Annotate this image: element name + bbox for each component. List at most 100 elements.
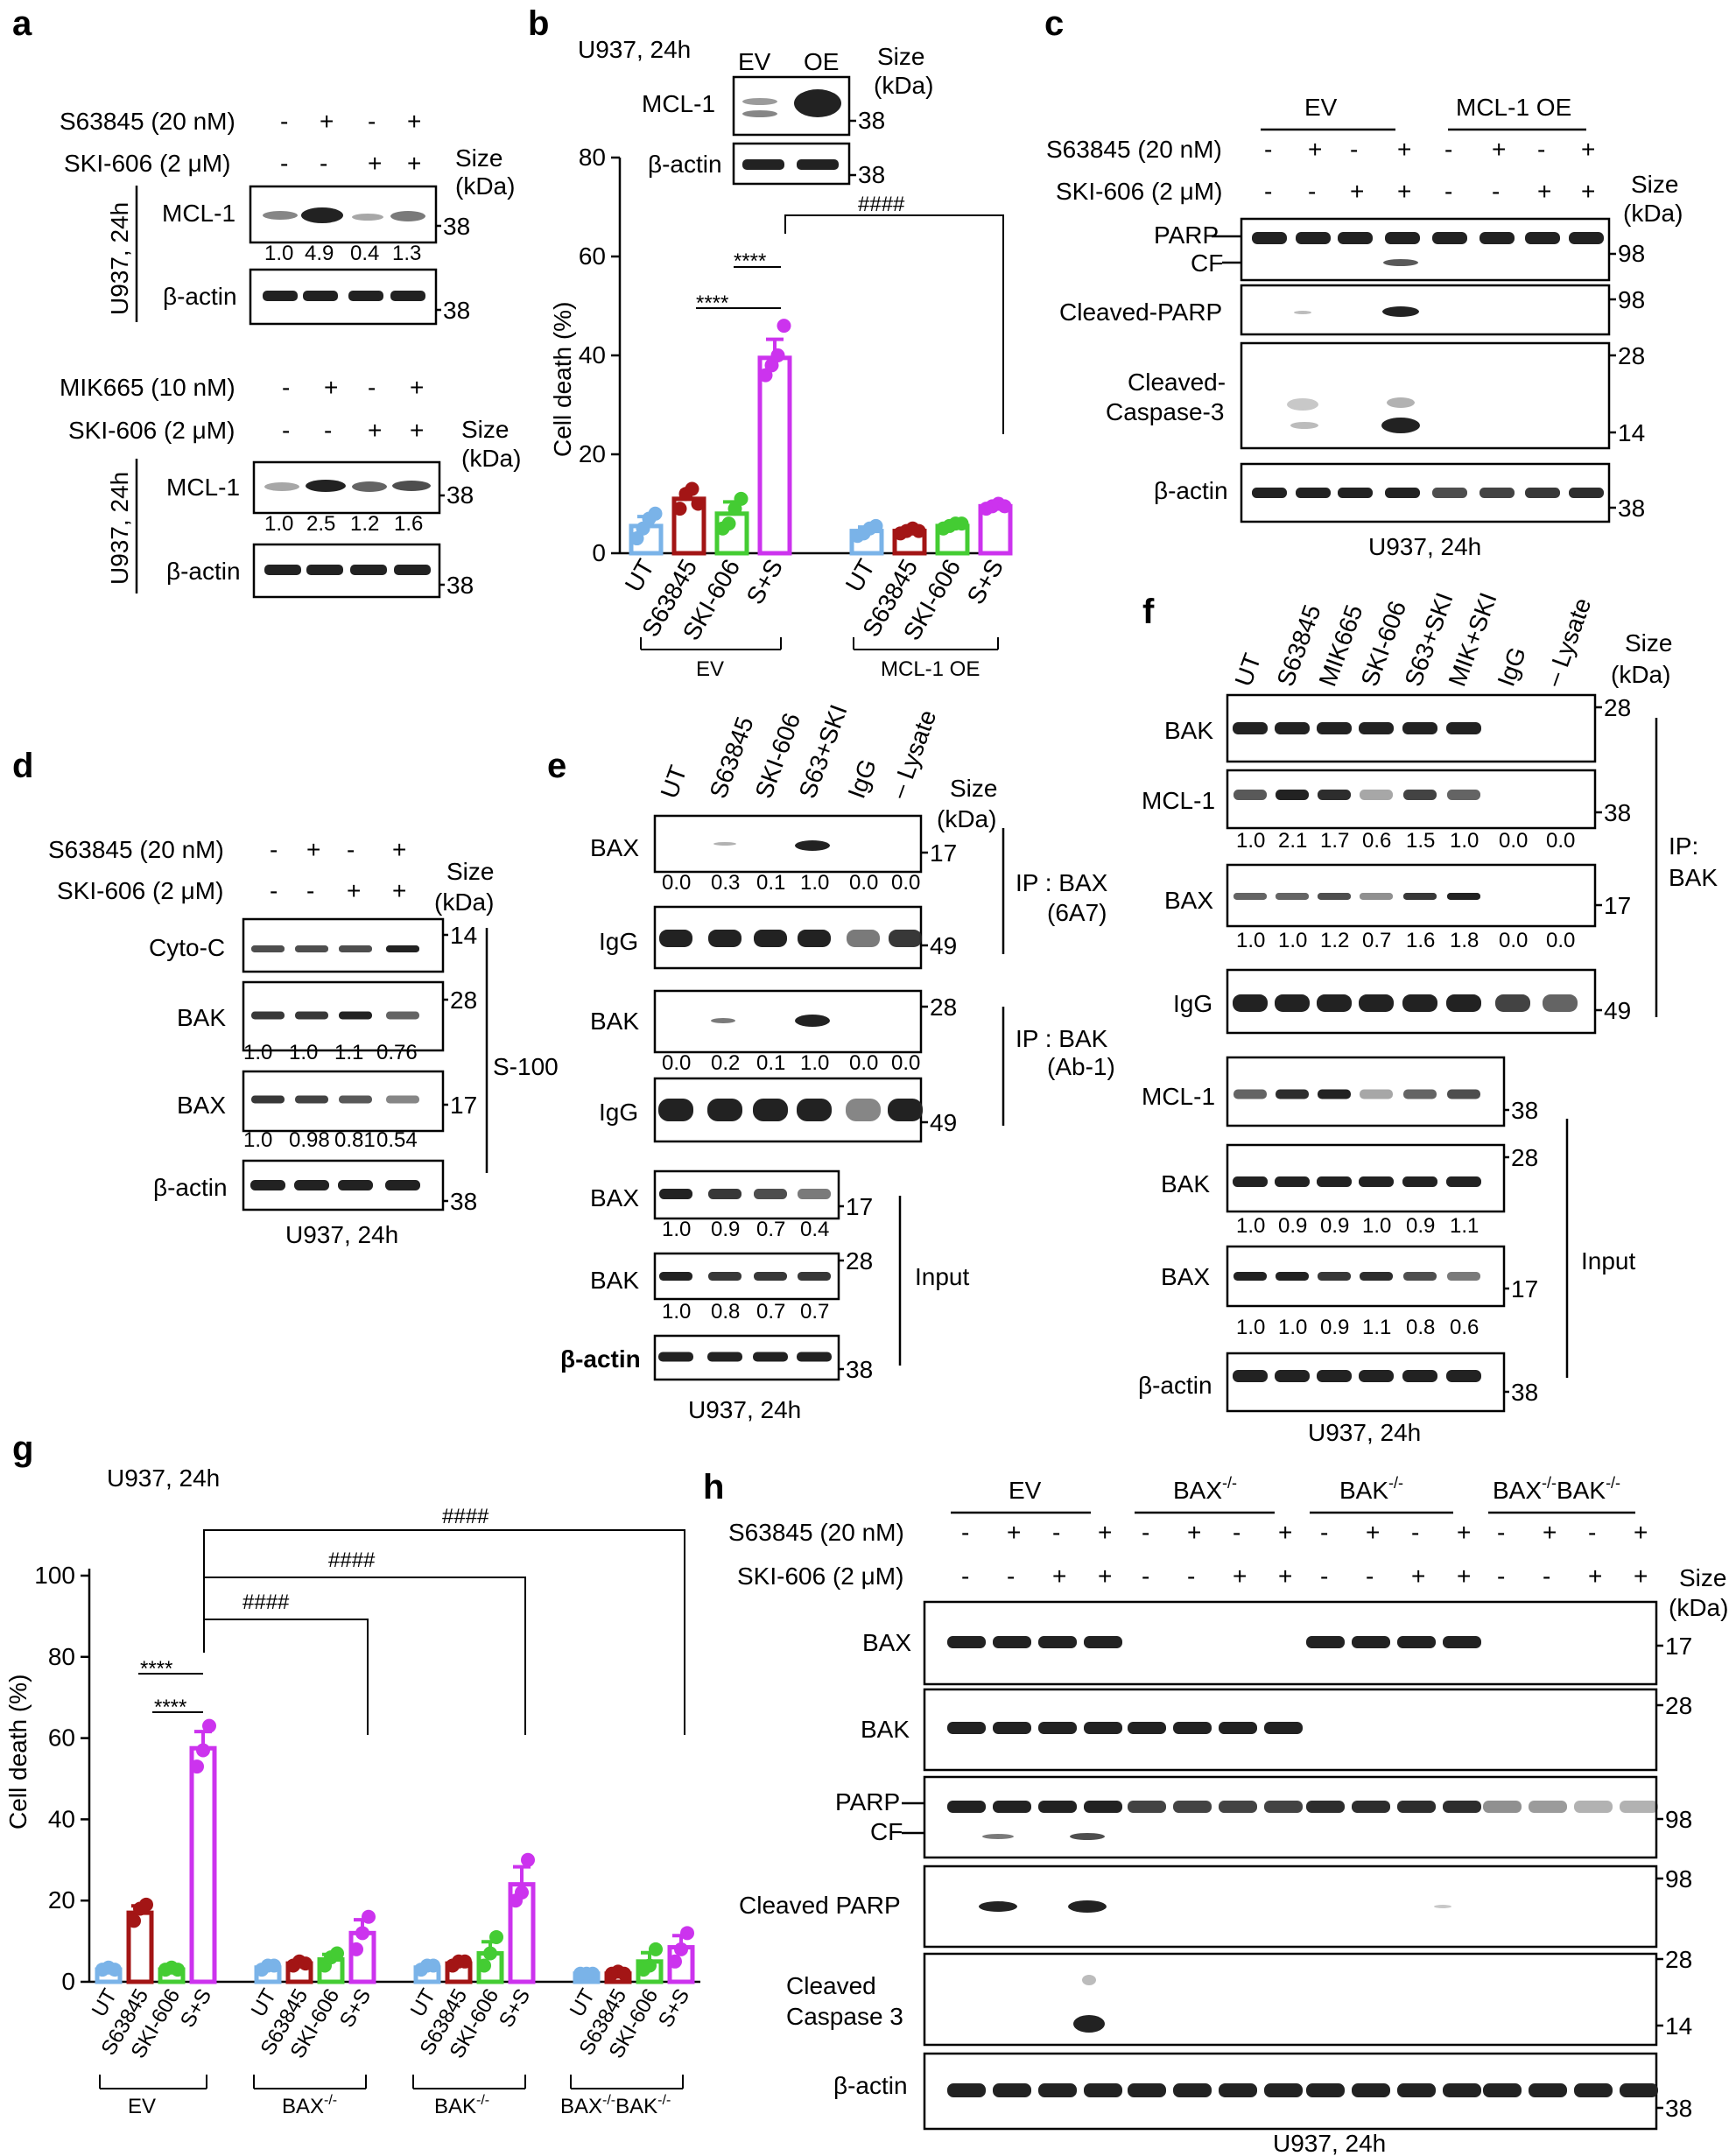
blot-band: [1276, 790, 1309, 800]
blot-band: [1359, 994, 1394, 1012]
blot-band: [1317, 722, 1352, 734]
data-point: [617, 1966, 631, 1981]
treatment-sign: +: [1052, 1563, 1066, 1590]
d-bax-quant: 0.98: [289, 1128, 330, 1152]
c-parp-bands: [1252, 232, 1604, 244]
a-top-row2-label: SKI-606 (2 μM): [64, 150, 230, 177]
c-size: Size: [1631, 171, 1678, 198]
treatment-sign: -: [1320, 1563, 1328, 1590]
blot-band: [303, 291, 338, 301]
treatment-sign: +: [1350, 178, 1364, 205]
f-inmcl1-bands: [1233, 1089, 1480, 1099]
blot-band: [1397, 1801, 1436, 1813]
d-bax-quant: 0.54: [376, 1128, 418, 1152]
blot-band: [1569, 232, 1604, 244]
quant-value: 0.3: [711, 871, 740, 895]
blot-band: [1275, 1370, 1310, 1382]
data-point: [127, 1914, 141, 1928]
quant-value: 0.2: [711, 1051, 740, 1075]
data-point: [734, 491, 749, 506]
blot-band: [1402, 994, 1437, 1012]
data-point: [458, 1954, 472, 1969]
blot-band: [392, 481, 431, 491]
treatment-sign: -: [1366, 1563, 1374, 1590]
e-inbax-bands: [659, 1189, 831, 1199]
treatment-sign: -: [1543, 1563, 1550, 1590]
blot-band: [1173, 1801, 1212, 1813]
a-sign: -: [368, 374, 376, 401]
h-group-bak: BAK-/-: [1339, 1474, 1403, 1504]
blot-band: [1233, 1272, 1267, 1281]
data-point: [202, 1718, 216, 1733]
blot-band: [798, 1189, 831, 1199]
e-marker: 17: [846, 1193, 873, 1220]
blot-band: [1219, 1801, 1257, 1813]
blot-band: [1317, 994, 1352, 1012]
blot-band: [1128, 1801, 1166, 1813]
data-point: [911, 523, 926, 538]
blot-band: [846, 1099, 881, 1121]
h-marker: 28: [1665, 1946, 1692, 1973]
y-tick-label: 20: [48, 1886, 75, 1914]
blot-band: [1128, 1722, 1166, 1734]
h-bak-bands: [947, 1722, 1303, 1734]
a-sign: +: [368, 150, 382, 177]
y-tick-label: 80: [48, 1643, 75, 1670]
h-bax-blot: [923, 1600, 1658, 1686]
d-sign: +: [392, 836, 406, 863]
c-marker-cparp: 98: [1618, 286, 1645, 313]
blot-band: [251, 1095, 285, 1104]
d-sign: -: [270, 836, 278, 863]
blot-band: [711, 1018, 735, 1023]
treatment-sign: +: [1457, 1519, 1471, 1546]
a-sign: -: [320, 150, 327, 177]
d-marker-bax: 17: [450, 1092, 477, 1119]
data-point: [674, 1942, 688, 1956]
blot-band: [1276, 1089, 1309, 1099]
quant-value: 1.0: [662, 1218, 691, 1241]
e-ipbak-label: BAK: [590, 1008, 639, 1035]
a-bottom-blot2-label: β-actin: [166, 558, 241, 585]
e-marker: 17: [930, 839, 957, 867]
a-top-blot2-label: β-actin: [163, 283, 237, 310]
h-marker: 28: [1665, 1692, 1692, 1719]
h-footer: U937, 24h: [1273, 2130, 1386, 2156]
quant-value: 0.9: [711, 1218, 740, 1241]
b-sig-hash: ####: [858, 193, 905, 216]
e-marker: 49: [930, 932, 957, 959]
a-sign: +: [320, 108, 334, 135]
data-point: [362, 1909, 376, 1924]
blot-band: [1219, 2083, 1257, 2097]
quant-value: 0.8: [711, 1300, 740, 1324]
f-inbax-label: BAX: [1161, 1263, 1210, 1290]
lane-label: – Lysate: [1540, 594, 1597, 690]
treatment-sign: +: [1543, 1519, 1557, 1546]
y-tick-label: 0: [61, 1968, 75, 1995]
g-sig-bracket: [203, 1529, 685, 1735]
blot-band: [1360, 790, 1393, 800]
blot-band: [1360, 1089, 1393, 1099]
d-cytoc-label: Cyto-C: [149, 934, 225, 961]
d-row2-label: SKI-606 (2 μM): [57, 877, 223, 904]
d-marker-cytoc: 14: [450, 922, 477, 949]
blot-band: [1383, 259, 1418, 266]
quant-value: 1.7: [1320, 829, 1349, 853]
blot-band: [1264, 1722, 1303, 1734]
b-lane-ev: EV: [738, 48, 771, 75]
quant-value: 1.0: [800, 1051, 829, 1075]
quant-value: 0.9: [1406, 1214, 1435, 1238]
blot-band: [1252, 488, 1287, 498]
treatment-sign: +: [1187, 1519, 1201, 1546]
f-actin-label: β-actin: [1138, 1372, 1212, 1399]
a-top-cell-line: U937, 24h: [106, 202, 133, 315]
treatment-sign: +: [1588, 1563, 1602, 1590]
h-marker: 14: [1665, 2012, 1692, 2040]
e-inbax-label: BAX: [590, 1184, 639, 1211]
h-casp-label-1: Cleaved: [786, 1972, 876, 1999]
d-size: Size: [446, 858, 494, 885]
x-tick-label: UT: [620, 555, 660, 597]
blot-band: [1387, 397, 1415, 408]
g-group-bak-name: BAK: [434, 2095, 476, 2118]
